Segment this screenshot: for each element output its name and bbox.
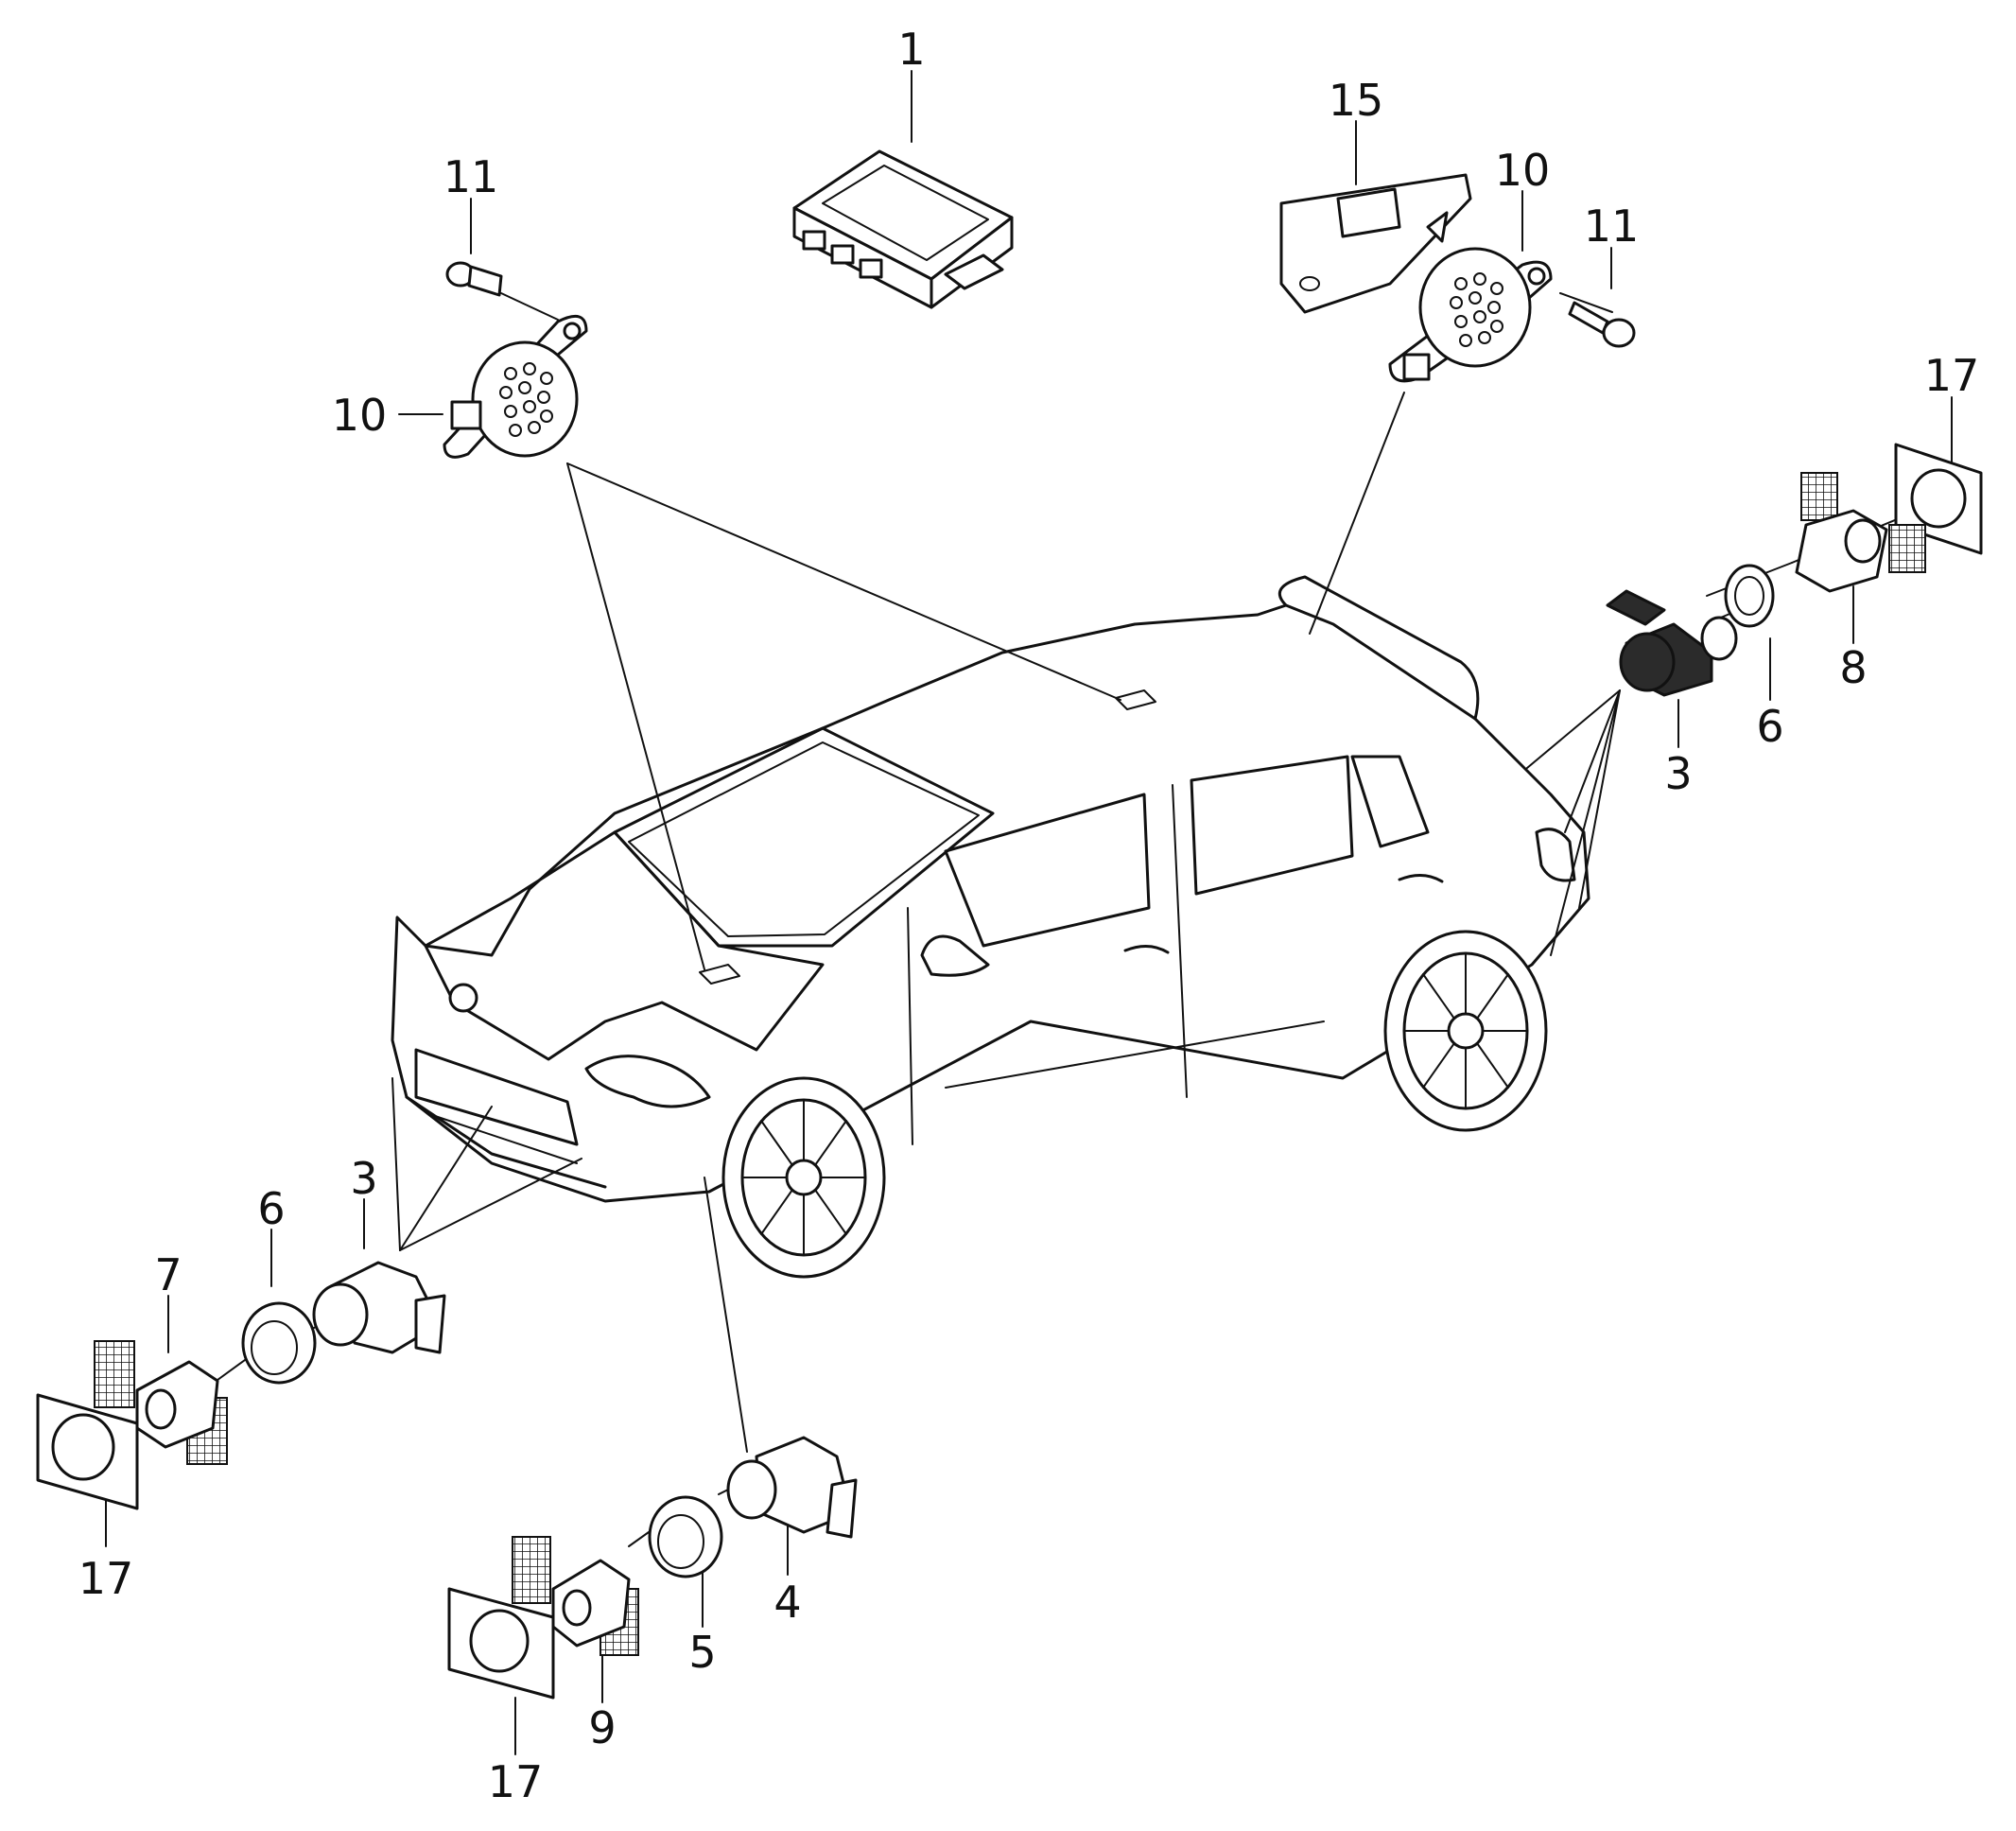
label-10-left: 10 <box>332 390 388 441</box>
label-10-right: 10 <box>1495 145 1551 196</box>
label-7: 7 <box>154 1249 182 1300</box>
mounting-ring-side-part <box>648 1495 723 1578</box>
trim-cover-front-bottom-part <box>447 1587 555 1700</box>
trim-cover-front-left-part <box>36 1393 139 1510</box>
sensor-holder-front-part <box>94 1340 228 1465</box>
label-4: 4 <box>773 1577 801 1628</box>
car-illustration <box>391 575 1590 1279</box>
parking-sensor-rear-part <box>1606 589 1738 697</box>
label-5: 5 <box>688 1627 716 1678</box>
label-17-front-left: 17 <box>78 1553 134 1604</box>
label-11-right: 11 <box>1584 201 1640 252</box>
label-6-right: 6 <box>1756 701 1783 752</box>
label-3-right: 3 <box>1664 748 1692 799</box>
screw-left-part <box>445 261 503 297</box>
label-9: 9 <box>588 1702 616 1753</box>
beeper-right-part <box>1388 247 1553 383</box>
beeper-left-part <box>443 314 588 459</box>
label-1: 1 <box>897 24 925 75</box>
parking-sensor-side-part <box>726 1436 858 1539</box>
part-labels: 1 15 11 10 10 11 17 8 6 3 3 6 7 17 4 5 9… <box>78 24 1980 1807</box>
sensor-holder-rear-part <box>1795 472 1926 593</box>
sensor-holder-side-part <box>512 1536 639 1656</box>
label-15: 15 <box>1329 75 1384 126</box>
mounting-ring-front-part <box>241 1301 317 1385</box>
label-11-left: 11 <box>443 151 499 202</box>
label-6-front: 6 <box>257 1183 285 1234</box>
screw-right-part <box>1568 301 1636 348</box>
label-17-front-bottom: 17 <box>488 1756 544 1807</box>
parking-sensor-front-part <box>312 1261 446 1354</box>
leader-lines <box>105 70 1953 1755</box>
control-unit-part <box>792 149 1014 309</box>
label-3-front: 3 <box>350 1153 377 1204</box>
mounting-ring-right-part <box>1724 564 1775 628</box>
label-8: 8 <box>1839 642 1867 693</box>
bracket-part <box>1279 173 1472 314</box>
label-17-right: 17 <box>1924 350 1980 401</box>
